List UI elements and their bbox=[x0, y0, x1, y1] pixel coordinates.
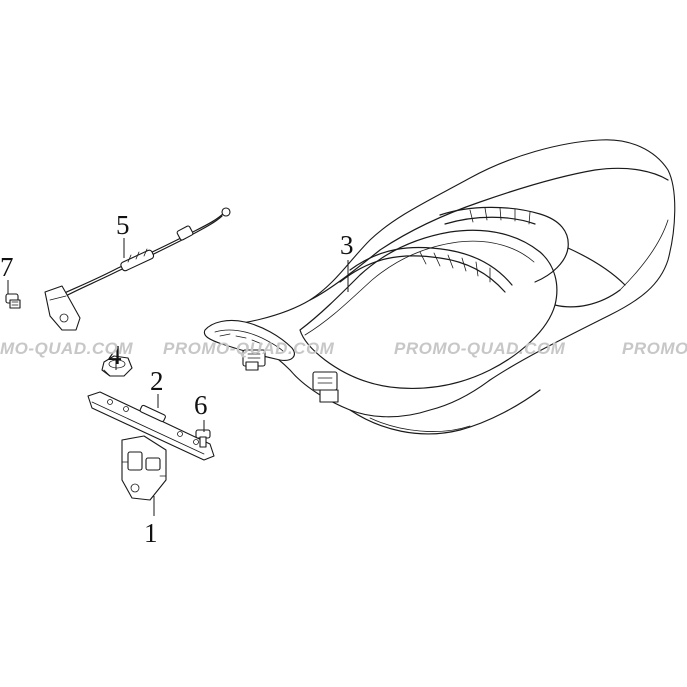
bolt-part-7 bbox=[5, 293, 21, 309]
callout-1: 1 bbox=[144, 518, 158, 548]
callout-4: 4 bbox=[108, 340, 122, 370]
seat bbox=[203, 139, 676, 435]
screw-part-6 bbox=[195, 429, 211, 448]
watermark-text-1: MO-QUAD.COM bbox=[0, 339, 133, 358]
callout-3: 3 bbox=[340, 230, 354, 260]
seat-latch-part-1 bbox=[121, 435, 167, 501]
callout-2: 2 bbox=[150, 366, 164, 396]
watermark-text-2: PROMO-QUAD.COM bbox=[163, 339, 335, 358]
callout-5: 5 bbox=[116, 210, 130, 240]
watermark-text-4: PROMO bbox=[622, 339, 687, 358]
lock-plate-part-2 bbox=[87, 391, 215, 461]
seat-release-cable bbox=[44, 207, 231, 331]
watermark-text-3: PROMO-QUAD.COM bbox=[394, 339, 566, 358]
nut-part-4 bbox=[101, 355, 133, 377]
watermark: MO-QUAD.COM PROMO-QUAD.COM PROMO-QUAD.CO… bbox=[0, 339, 687, 358]
callout-7: 7 bbox=[0, 252, 14, 282]
callout-6: 6 bbox=[194, 390, 208, 420]
